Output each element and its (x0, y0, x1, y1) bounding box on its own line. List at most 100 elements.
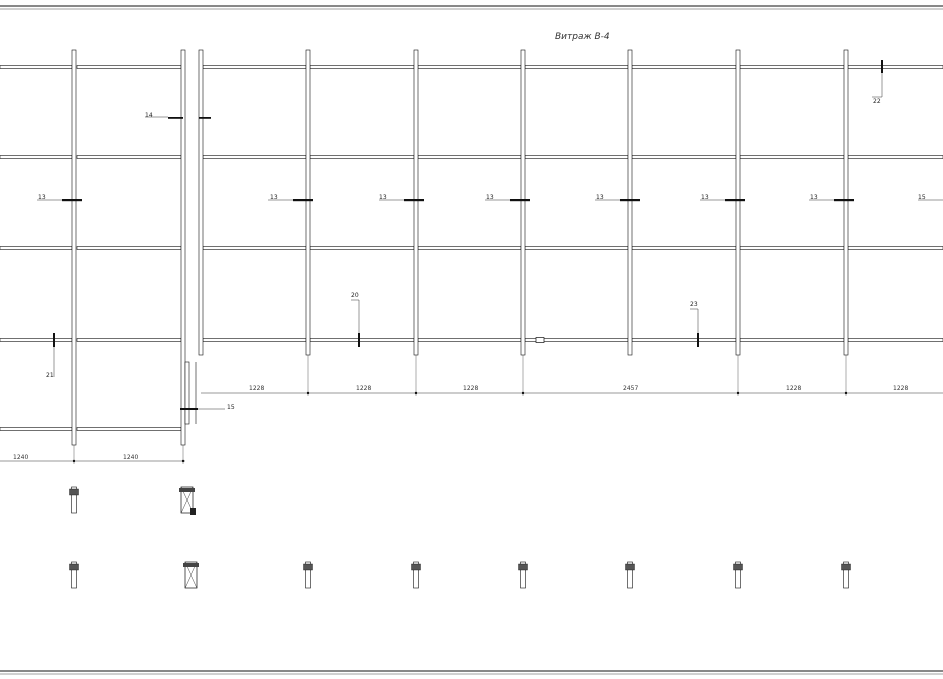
marker-bar (293, 199, 313, 202)
transom (0, 155, 73, 159)
mullion-section (520, 561, 526, 589)
transom (417, 338, 522, 342)
transom (417, 65, 522, 69)
marker-bar (62, 199, 82, 202)
mullion-cap (733, 563, 743, 571)
marker-bar (180, 408, 198, 410)
transom (631, 338, 737, 342)
callout-20: 20 (351, 292, 359, 299)
marker-bar (358, 333, 360, 347)
mullion-section (305, 561, 311, 589)
transom (847, 155, 943, 159)
marker-bar (199, 117, 211, 119)
transom (417, 155, 522, 159)
dimension-tick (306, 391, 310, 395)
marker-bar (510, 199, 530, 202)
transom (309, 155, 415, 159)
marker-bar (53, 333, 55, 347)
callout-14: 14 (145, 112, 153, 119)
mullion-section (843, 561, 849, 589)
callout-22: 22 (873, 98, 881, 105)
transom (0, 65, 73, 69)
callout-13-c: 13 (379, 194, 387, 201)
transom (76, 338, 182, 342)
dimension-tick (736, 391, 740, 395)
hinge-detail (535, 337, 545, 343)
transom (739, 246, 845, 250)
transom (847, 338, 943, 342)
marker-bar (881, 60, 883, 73)
transom (417, 246, 522, 250)
callout-13-g: 13 (810, 194, 818, 201)
marker-bar (725, 199, 745, 202)
transom (739, 338, 845, 342)
callout-13-f: 13 (701, 194, 709, 201)
mullion (520, 49, 526, 356)
transom (631, 155, 737, 159)
dimension-tick (181, 459, 185, 463)
section-details (69, 486, 851, 589)
callout-15-b: 15 (227, 404, 235, 411)
transom (0, 338, 73, 342)
frame-cap (183, 563, 199, 567)
marker-bar (168, 117, 183, 119)
transom (739, 155, 845, 159)
transom (631, 65, 737, 69)
mullion-section (627, 561, 633, 589)
dimension-text: 1228 (356, 385, 371, 392)
drawing-title: Витраж В-4 (555, 32, 610, 42)
mullion (843, 49, 849, 356)
transom (631, 246, 737, 250)
dimension-tick (414, 391, 418, 395)
dimension-tick (844, 391, 848, 395)
mullion (413, 49, 419, 356)
transom (309, 246, 415, 250)
mullion (627, 49, 633, 356)
dimension-text: 1228 (893, 385, 908, 392)
mullion-cap (518, 563, 528, 571)
transom (76, 65, 182, 69)
marker-bar (697, 333, 699, 347)
dimension-text: 1240 (13, 454, 28, 461)
mullion-section (71, 561, 77, 589)
mullion-cap (841, 563, 851, 571)
transom (76, 155, 182, 159)
transom (0, 427, 73, 431)
dimension-text: 2457 (623, 385, 638, 392)
frame-members (0, 49, 943, 446)
mullion (735, 49, 741, 356)
transom (202, 155, 307, 159)
callout-13-b: 13 (270, 194, 278, 201)
mullion-cap (69, 488, 79, 496)
transom (76, 427, 182, 431)
transom (202, 65, 307, 69)
transom (309, 65, 415, 69)
transom (524, 65, 629, 69)
dimension-text: 1228 (249, 385, 264, 392)
frame-detail (190, 508, 196, 515)
mullion-section (735, 561, 741, 589)
mullion-cap (625, 563, 635, 571)
transom (202, 338, 307, 342)
callout-13-e: 13 (596, 194, 604, 201)
transom (739, 65, 845, 69)
transom (847, 65, 943, 69)
mullion-cap (69, 563, 79, 571)
frame-cap (179, 488, 195, 492)
mullion-cap (303, 563, 313, 571)
callout-23: 23 (690, 301, 698, 308)
transom (202, 246, 307, 250)
callout-13-d: 13 (486, 194, 494, 201)
mullion (198, 49, 204, 356)
dimension-text: 1228 (463, 385, 478, 392)
callout-13-a: 13 (38, 194, 46, 201)
dimension-text: 1228 (786, 385, 801, 392)
marker-bar (620, 199, 640, 202)
transom (524, 246, 629, 250)
transom (309, 338, 415, 342)
dimension-tick (521, 391, 525, 395)
mullion-section (71, 486, 77, 514)
transom (524, 155, 629, 159)
callout-21: 21 (46, 372, 54, 379)
